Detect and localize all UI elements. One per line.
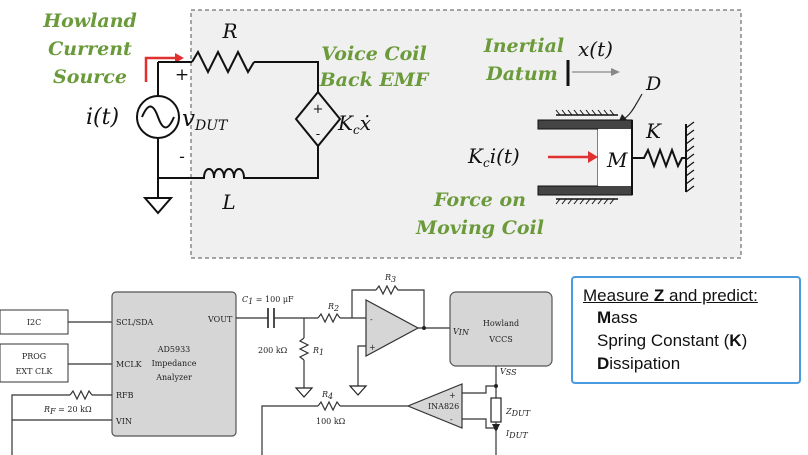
howland-vccs-box	[449, 291, 553, 367]
vccs-vin-label: VIN	[453, 327, 470, 337]
rf-value-label: RF = 20 kΩ	[43, 405, 92, 416]
pin-vout: VOUT	[207, 315, 233, 324]
inductor-l	[190, 146, 319, 179]
ina826-sense-amp	[406, 383, 463, 429]
measure-title: Measure Z and predict:	[583, 286, 758, 305]
sense-amp-plus: +	[449, 391, 456, 400]
vs-label: VSS	[500, 367, 517, 377]
sense-amp-label: INA826	[428, 402, 459, 411]
datum-title-line-1: Inertial	[483, 35, 564, 57]
sense-node-top	[494, 384, 498, 388]
r1-ground-icon	[294, 387, 314, 398]
force-arrow	[548, 151, 598, 163]
capacitor-c1	[267, 308, 275, 328]
zdut-label: ZDUT	[505, 407, 531, 418]
force-title-line-1: Force on	[433, 189, 526, 211]
emf-expression: Kcẋ	[337, 111, 371, 137]
r4-resistor	[317, 400, 341, 412]
measure-item-dissipation: Dissipation	[597, 354, 681, 373]
position-label: x(t)	[578, 37, 613, 61]
opamp-out-node	[422, 326, 426, 330]
inverting-op-amp	[365, 298, 420, 358]
pin-vin: VIN	[115, 417, 132, 426]
inductor-label: L	[221, 190, 235, 214]
resistor-r	[191, 49, 255, 75]
current-label: i(t)	[86, 105, 119, 130]
damper-top-hatch	[555, 109, 618, 116]
rf-resistor	[69, 389, 93, 401]
ground-icon	[142, 177, 190, 215]
opamp-ground-icon	[348, 385, 368, 396]
opamp-feedback-wire	[351, 289, 425, 328]
vccs-line-2: VCCS	[488, 335, 513, 344]
i2c-box	[0, 309, 69, 335]
ac-source-icon	[136, 95, 180, 139]
datum-title-line-2: Datum	[485, 63, 557, 85]
top-wire-right	[254, 61, 319, 92]
chip-line-1: AD5933	[157, 345, 191, 354]
mass-block	[598, 129, 632, 186]
measure-callout: Measure Z and predict: Mass Spring Const…	[571, 276, 801, 384]
damper-bottom-hatch	[555, 198, 618, 205]
emf-plus: +	[313, 102, 324, 117]
emf-minus: -	[316, 127, 320, 142]
opamp-plus: +	[369, 343, 376, 352]
vdut-plus: +	[175, 65, 189, 85]
r2-label: R2	[327, 302, 339, 313]
measure-item-spring: Spring Constant (K)	[597, 331, 748, 350]
source-title-line-2: Current	[48, 38, 132, 60]
r1-resistor	[298, 337, 310, 361]
dashed-panel	[190, 9, 742, 259]
zdut-box	[490, 397, 502, 423]
prog-line-1: PROG	[22, 352, 46, 361]
pin-scl-sda: SCL/SDA	[116, 318, 154, 327]
emf-title-line-1: Voice Coil	[321, 43, 426, 65]
measure-item-mass: Mass	[597, 308, 638, 327]
vccs-line-1: Howland	[483, 319, 519, 328]
prog-line-2: EXT CLK	[16, 367, 54, 376]
pin-mclk: MCLK	[116, 360, 143, 369]
opamp-plus-ground-wire	[357, 345, 366, 386]
r1-label: R1	[312, 346, 324, 357]
source-title-line-1: Howland	[42, 10, 137, 32]
prog-box	[0, 343, 69, 383]
spring-label: K	[645, 119, 662, 143]
chip-line-2: Impedance	[152, 359, 197, 368]
chip-line-3: Analyzer	[155, 373, 192, 382]
vdut-minus: -	[179, 147, 185, 167]
position-arrow	[572, 68, 620, 76]
force-expression: Kci(t)	[467, 144, 520, 170]
sense-node-bottom	[494, 426, 498, 430]
r1-value: 200 kΩ	[258, 346, 288, 355]
mass-label: M	[606, 148, 628, 172]
idut-label: IDUT	[505, 429, 528, 440]
wall-hatch	[685, 121, 695, 193]
sine-wave	[141, 105, 175, 129]
force-title-line-2: Moving Coil	[415, 217, 544, 239]
resistor-label: R	[221, 19, 237, 43]
source-current-arrow	[144, 53, 184, 82]
vdut-label: vDUT	[182, 106, 229, 134]
c1-label: C1 = 100 μF	[242, 295, 294, 306]
r4-return-wire	[261, 405, 318, 455]
spring-k	[632, 147, 686, 169]
r3-resistor	[375, 284, 402, 296]
r4-label: R4	[321, 390, 333, 401]
source-title-line-3: Source	[53, 66, 127, 88]
ad5933-chip	[111, 291, 237, 437]
emf-title-line-2: Back EMF	[319, 69, 430, 91]
r4-value: 100 kΩ	[316, 417, 346, 426]
r2-resistor	[317, 312, 341, 324]
i2c-label: I2C	[27, 318, 41, 327]
r3-label: R3	[384, 273, 396, 284]
sense-amp-input-wires	[462, 385, 496, 429]
pin-rfb: RFB	[116, 391, 134, 400]
rf-feedback-wire	[11, 394, 112, 455]
opamp-minus: -	[370, 315, 373, 324]
sense-amp-minus: -	[450, 415, 453, 424]
damper-label: D	[645, 73, 661, 95]
back-emf-source-icon	[294, 90, 342, 148]
